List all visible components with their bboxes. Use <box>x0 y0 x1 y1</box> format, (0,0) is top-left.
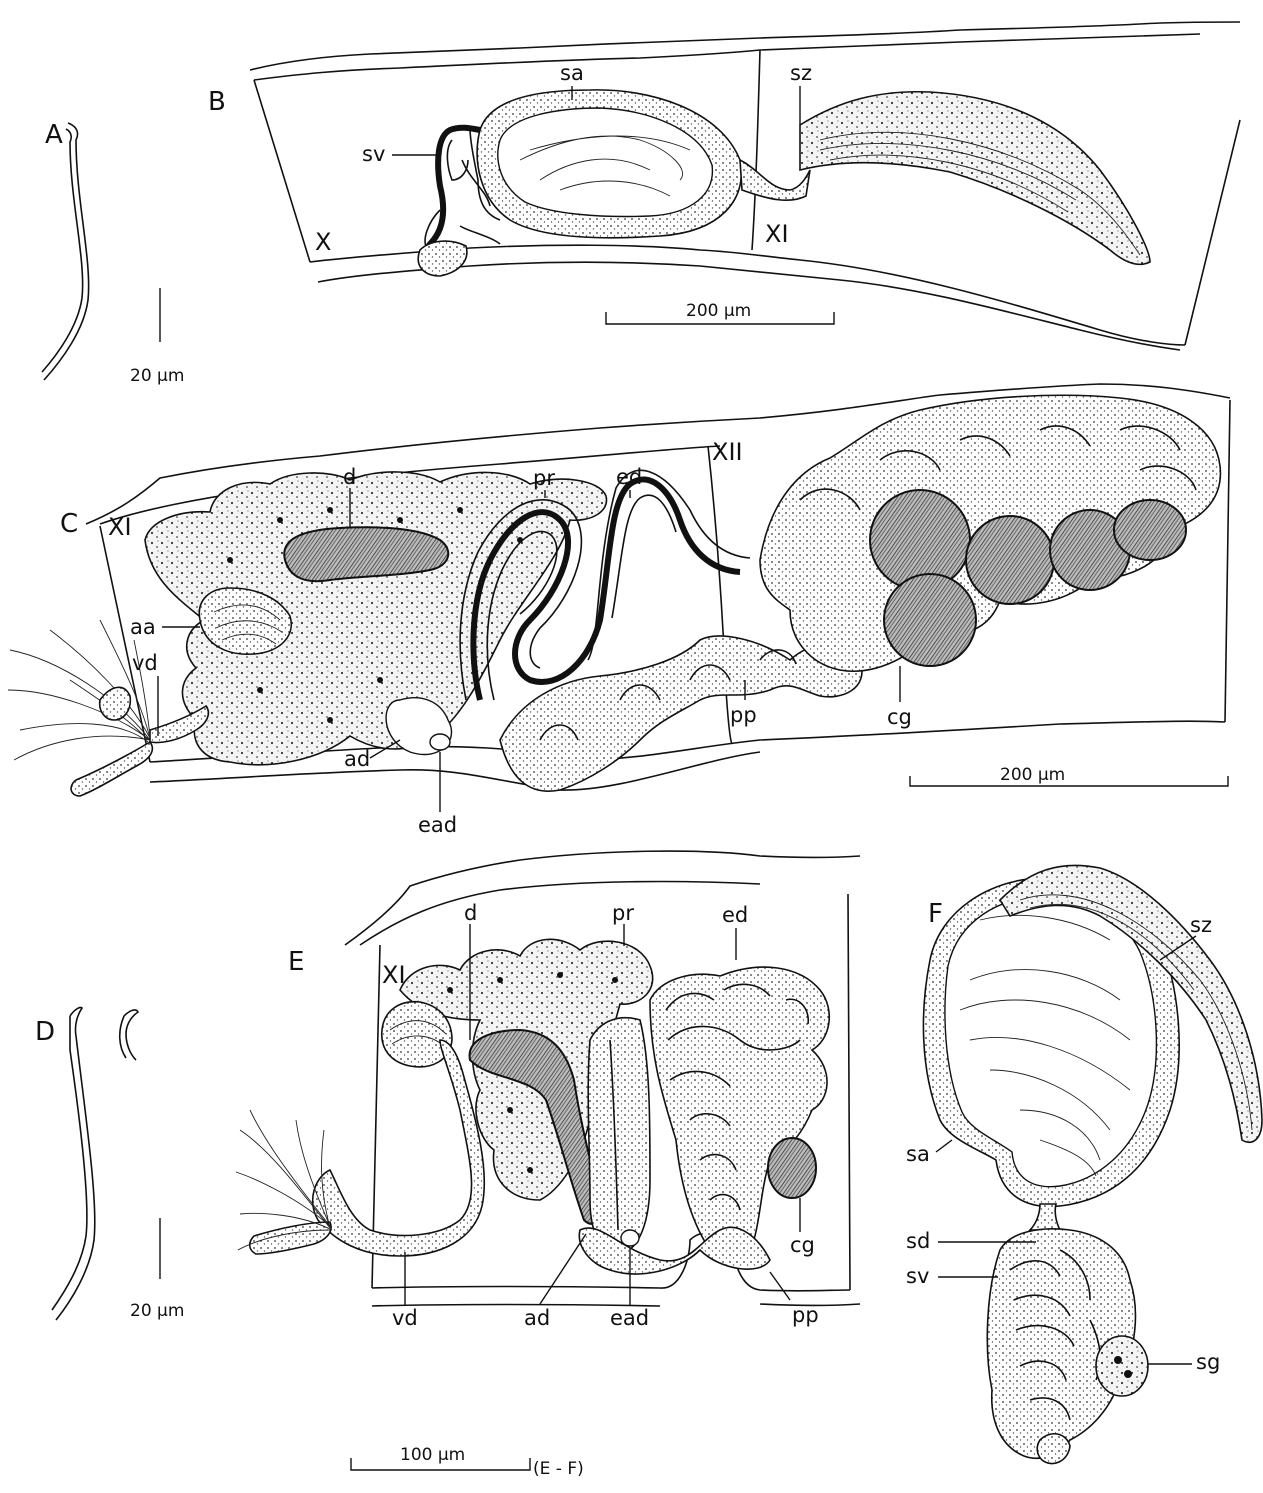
label-sg-f: sg <box>1196 1350 1220 1374</box>
scale-label-b: 200 µm <box>686 301 751 321</box>
scale-label-c: 200 µm <box>1000 765 1065 785</box>
leader-pp-e <box>770 1272 790 1300</box>
septum-b <box>752 50 760 250</box>
panel-f: F sz sa sd sv sg <box>906 865 1262 1463</box>
segment-xi-label-c: XI <box>108 513 132 541</box>
ead-opening-c <box>430 734 450 750</box>
label-aa-c: aa <box>130 615 156 639</box>
label-vd-e: vd <box>392 1306 418 1330</box>
scale-label-d: 20 µm <box>130 1301 184 1321</box>
label-cg-c: cg <box>887 705 912 729</box>
panel-a: A 20 µm <box>42 120 184 386</box>
scale-label-e: 100 µm <box>400 1445 465 1465</box>
scale-note-e: (E - F) <box>533 1459 584 1479</box>
label-sv-b: sv <box>362 142 385 166</box>
panel-b: B X XI sa sz sv 200 µm <box>208 22 1240 350</box>
label-d-e: d <box>464 901 477 925</box>
label-ad-c: ad <box>344 747 370 771</box>
body-wall-e-top-inner <box>360 882 760 945</box>
segment-xii-label-c: XII <box>712 438 743 466</box>
body-wall-b-top <box>250 22 1240 70</box>
spermathecal-duct-f <box>1030 1204 1060 1230</box>
funnel-c <box>71 742 152 796</box>
body-wall-c-left <box>100 526 150 762</box>
chaeta-a-outer <box>44 123 89 380</box>
label-sz-f: sz <box>1190 913 1212 937</box>
body-wall-e-top <box>345 851 860 945</box>
segment-xi-label-b: XI <box>765 220 789 248</box>
panel-c-letter: C <box>60 509 78 539</box>
label-cg-e: cg <box>790 1233 815 1257</box>
funnel-cilia-c <box>8 620 150 760</box>
label-pr-c: pr <box>533 466 555 490</box>
label-sz-b: sz <box>790 61 812 85</box>
label-sa-f: sa <box>906 1142 930 1166</box>
vestibule-pore-b <box>418 241 467 276</box>
panel-d-letter: D <box>35 1017 55 1047</box>
body-wall-b-top-inner <box>254 50 760 80</box>
panel-d: D 20 µm <box>35 1007 184 1321</box>
label-pr-e: pr <box>612 901 634 925</box>
body-wall-e-right <box>848 894 850 1290</box>
label-ed-c: ed <box>616 465 642 489</box>
leader-sa-f <box>936 1140 952 1152</box>
scale-label-a: 20 µm <box>130 366 184 386</box>
funnel-e <box>250 1222 331 1254</box>
body-wall-b-left <box>254 80 310 262</box>
body-wall-c-right <box>1225 400 1230 722</box>
panel-b-letter: B <box>208 87 226 117</box>
label-pp-c: pp <box>730 703 757 727</box>
spermatozeugma-b <box>800 92 1150 265</box>
label-sa-b: sa <box>560 61 584 85</box>
panel-e-letter: E <box>288 947 304 977</box>
chaeta-d1-outer <box>56 1007 95 1320</box>
spermathecal-gland-f <box>1096 1336 1148 1396</box>
leader-ad-e <box>540 1234 586 1304</box>
funnel-knob-c <box>100 687 131 720</box>
gland-ball-c5 <box>884 574 976 666</box>
label-ad-e: ad <box>524 1306 550 1330</box>
atrium-e <box>588 1018 650 1254</box>
penial-pouch-c <box>500 636 862 791</box>
label-sv-f: sv <box>906 1264 929 1288</box>
penial-pouch-e <box>579 1227 770 1274</box>
scale-bar-c <box>910 776 1228 786</box>
label-ead-e: ead <box>610 1306 649 1330</box>
label-d-c: d <box>343 465 356 489</box>
panel-e: E XI d pr ed <box>236 851 860 1479</box>
label-sd-f: sd <box>906 1229 930 1253</box>
body-wall-b-right <box>1185 120 1240 345</box>
ejaculatory-duct-e <box>650 967 829 1259</box>
panel-f-letter: F <box>928 899 943 929</box>
gland-ball-c2 <box>966 516 1054 604</box>
chaeta-d2-outer <box>124 1010 138 1060</box>
chaeta-d1-inner <box>52 1016 87 1310</box>
chaeta-d2-inner <box>120 1016 126 1058</box>
gland-ball-c4 <box>1114 500 1186 560</box>
gland-ball-e <box>768 1138 816 1198</box>
panel-a-letter: A <box>45 120 63 150</box>
segment-x-label: X <box>315 228 331 256</box>
label-ed-e: ed <box>722 903 748 927</box>
panel-c: C XI XII <box>8 384 1230 837</box>
vestibule-pore-f <box>1037 1434 1070 1464</box>
label-pp-e: pp <box>792 1303 819 1327</box>
vas-deferens-e <box>313 1040 485 1256</box>
septum-c <box>708 446 732 744</box>
label-ead-c: ead <box>418 813 457 837</box>
label-vd-c: vd <box>132 651 158 675</box>
